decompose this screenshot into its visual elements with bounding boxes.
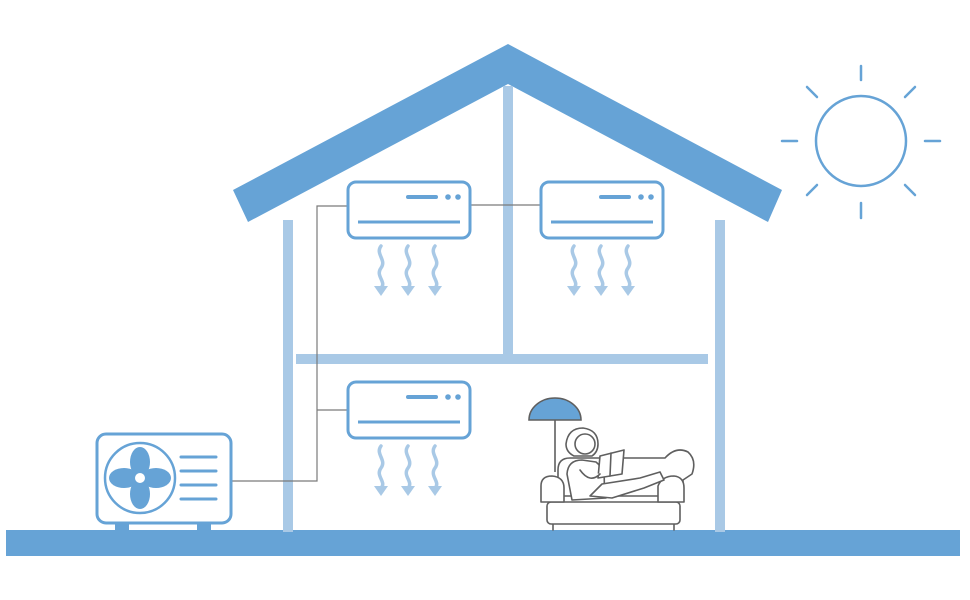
sun-icon <box>780 64 942 220</box>
floor-lamp-icon <box>528 397 582 472</box>
right-wall <box>715 220 725 532</box>
line-outdoor-to-units <box>231 205 348 482</box>
outdoor-heat-pump-unit-icon <box>95 432 233 530</box>
indoor-ac-unit-icon <box>346 380 472 440</box>
refrigerant-lines <box>231 204 541 482</box>
indoor-ac-unit-icon <box>346 180 472 240</box>
roof <box>233 44 782 222</box>
ground <box>6 530 960 556</box>
airflow-arrow-icon <box>372 444 444 498</box>
left-wall <box>283 220 293 532</box>
first-floor <box>296 354 708 364</box>
house-structure <box>283 86 725 532</box>
fan-icon <box>103 441 177 515</box>
vent-grille <box>179 455 218 501</box>
indoor-ac-unit-icon <box>539 180 665 240</box>
center-partition <box>503 86 513 358</box>
airflow-arrow-icon <box>565 244 637 298</box>
airflow-arrow-icon <box>372 244 444 298</box>
person-reading-on-sofa-icon <box>540 427 695 531</box>
